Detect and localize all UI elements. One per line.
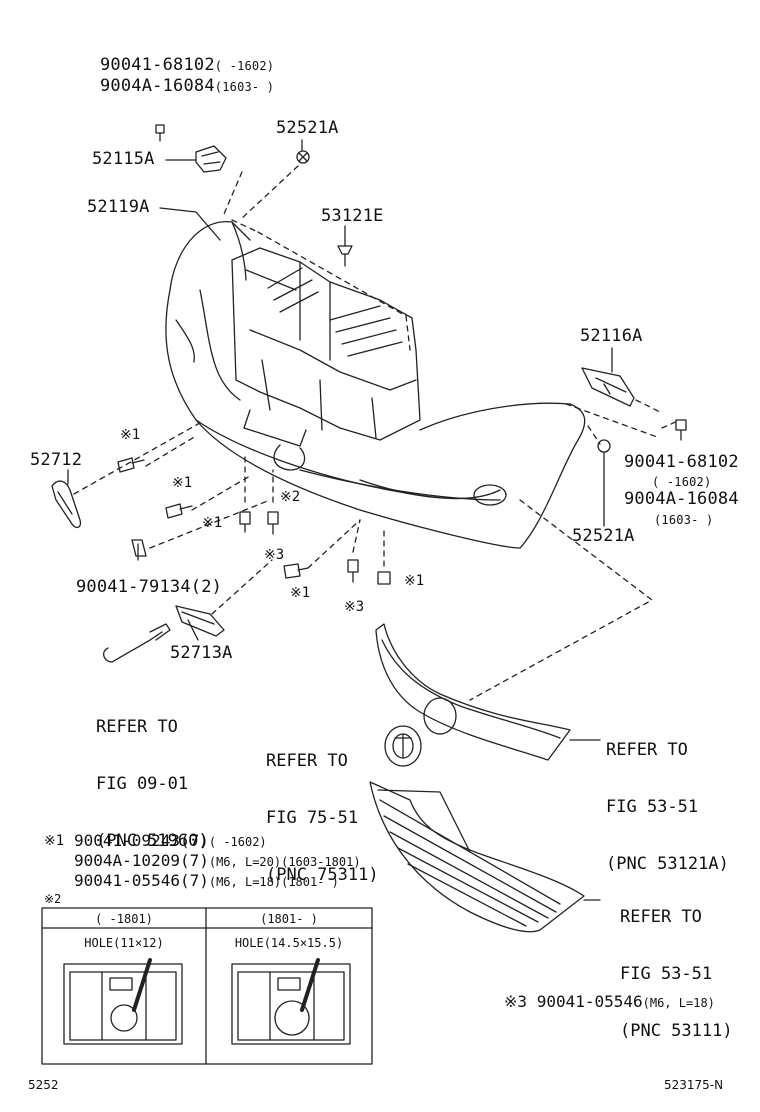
refer-fig-75-51-line3: (PNC 75311) xyxy=(266,865,379,885)
legend3-mark: ※3 xyxy=(504,992,528,1011)
label-52115A: 52115A xyxy=(92,149,155,169)
bolts-drawing xyxy=(117,457,391,585)
note-right-part1: 90041-68102 xyxy=(624,452,739,472)
mark-1-d: ※1 xyxy=(290,585,311,601)
legend1-row3-part: 90041-05546(7) xyxy=(74,871,209,890)
legend1-row1: 90041-09243(7)( -1602) xyxy=(74,832,267,851)
refer-fig-53-51-a-line1: REFER TO xyxy=(606,740,688,760)
refer-fig-09-01-line3: (PNC 51960) xyxy=(96,831,209,851)
note-right-part2: 9004A-16084 xyxy=(624,489,739,509)
bracket-52116A-drawing xyxy=(581,367,635,407)
reflector-52712-drawing xyxy=(51,480,82,529)
legend1-row2-part: 9004A-10209(7) xyxy=(74,851,209,870)
clip-52521A-top-drawing xyxy=(296,150,310,164)
refer-fig-53-51-b-line1: REFER TO xyxy=(620,907,702,927)
refer-fig-53-51-a-line3: (PNC 53121A) xyxy=(606,854,729,874)
label-52712: 52712 xyxy=(30,450,83,470)
note-top-part1: 90041-68102 xyxy=(100,55,215,75)
note-top-range1: ( -1602) xyxy=(214,59,275,73)
refer-fig-53-51-a-line2: FIG 53-51 xyxy=(606,797,699,817)
clip-52521A-right-drawing xyxy=(597,439,611,453)
note-right-range1: ( -1602) xyxy=(652,475,712,489)
leader-lines xyxy=(67,139,613,901)
support-52119A-drawing xyxy=(231,247,421,441)
legend2-col1-head: ( -1801) xyxy=(95,912,153,926)
screw-top-drawing xyxy=(155,124,165,142)
refer-fig-09-01-line2: FIG 09-01 xyxy=(96,774,189,794)
label-52116A: 52116A xyxy=(580,326,643,346)
note-top-line2: 9004A-16084(1603- ) xyxy=(100,77,274,96)
refer-fig-09-01-line1: REFER TO xyxy=(96,717,178,737)
footer-figure-code: 523175-N xyxy=(664,1078,724,1092)
legend3-spec: (M6, L=18) xyxy=(642,996,715,1010)
legend2-col1-hole: HOLE(11×12) xyxy=(84,936,164,950)
legend2-col2-head: (1801- ) xyxy=(260,912,318,926)
grille-upper-drawing xyxy=(375,623,571,761)
refer-fig-75-51-line2: FIG 75-51 xyxy=(266,808,359,828)
legend1-row1-part: 90041-09243(7) xyxy=(74,831,209,850)
refer-fig-75-51: REFER TO FIG 75-51 (PNC 75311) xyxy=(266,714,379,923)
mark-1-c: ※1 xyxy=(202,515,223,531)
legend1-row3-spec: (M6, L=18)(1801- ) xyxy=(208,875,339,889)
clip-52115A-drawing xyxy=(195,145,227,173)
label-90041-79134: 90041-79134(2) xyxy=(76,577,223,597)
cover-52713A-drawing xyxy=(175,605,225,637)
hole-detail-box xyxy=(41,907,373,1065)
grille-lower-drawing xyxy=(369,781,585,933)
legend3: ※3 90041-05546(M6, L=18) xyxy=(504,993,715,1012)
refer-fig-53-51-b-line3: (PNC 53111) xyxy=(620,1021,733,1041)
legend1-mark: ※1 xyxy=(44,833,65,849)
label-52713A: 52713A xyxy=(170,643,233,663)
label-53121E: 53121E xyxy=(321,206,384,226)
note-right-range2: (1603- ) xyxy=(654,513,714,527)
clip-53121E-drawing xyxy=(337,245,353,267)
note-top-part2: 9004A-16084 xyxy=(100,76,215,96)
legend2-col2-hole: HOLE(14.5×15.5) xyxy=(234,936,344,950)
mark-2-a: ※2 xyxy=(280,489,301,505)
legend1-row3: 90041-05546(7)(M6, L=18)(1801- ) xyxy=(74,872,339,891)
label-52119A: 52119A xyxy=(87,197,150,217)
note-top-range2: (1603- ) xyxy=(214,80,275,94)
legend1-row2-spec: (M6, L=20)(1603-1801) xyxy=(208,855,361,869)
emblem-drawing xyxy=(384,725,422,767)
mark-3-b: ※3 xyxy=(344,599,365,615)
mark-1-a: ※1 xyxy=(120,427,141,443)
refer-fig-09-01: REFER TO FIG 09-01 (PNC 51960) xyxy=(96,680,209,889)
refer-fig-53-51-a: REFER TO FIG 53-51 (PNC 53121A) xyxy=(606,703,729,912)
footer-page-code: 5252 xyxy=(28,1078,59,1092)
refer-fig-75-51-line1: REFER TO xyxy=(266,751,348,771)
dashed-guides xyxy=(73,165,681,701)
legend2-mark: ※2 xyxy=(44,892,62,906)
legend3-part: 90041-05546 xyxy=(536,992,643,1011)
screw-right-drawing xyxy=(675,419,687,441)
mark-3-a: ※3 xyxy=(264,547,285,563)
refer-fig-53-51-b-line2: FIG 53-51 xyxy=(620,964,713,984)
mark-1-e: ※1 xyxy=(404,573,425,589)
mark-1-b: ※1 xyxy=(172,475,193,491)
note-top-line1: 90041-68102( -1602) xyxy=(100,56,274,75)
legend1-row1-spec: ( -1602) xyxy=(208,835,267,849)
refer-fig-53-51-b: REFER TO FIG 53-51 (PNC 53111) xyxy=(620,870,733,1079)
label-52521A-top: 52521A xyxy=(276,118,339,138)
bumper-cover-drawing xyxy=(165,221,586,549)
towing-hook-drawing xyxy=(102,623,171,663)
label-52521A-right: 52521A xyxy=(572,526,635,546)
legend1-row2: 9004A-10209(7)(M6, L=20)(1603-1801) xyxy=(74,852,361,871)
